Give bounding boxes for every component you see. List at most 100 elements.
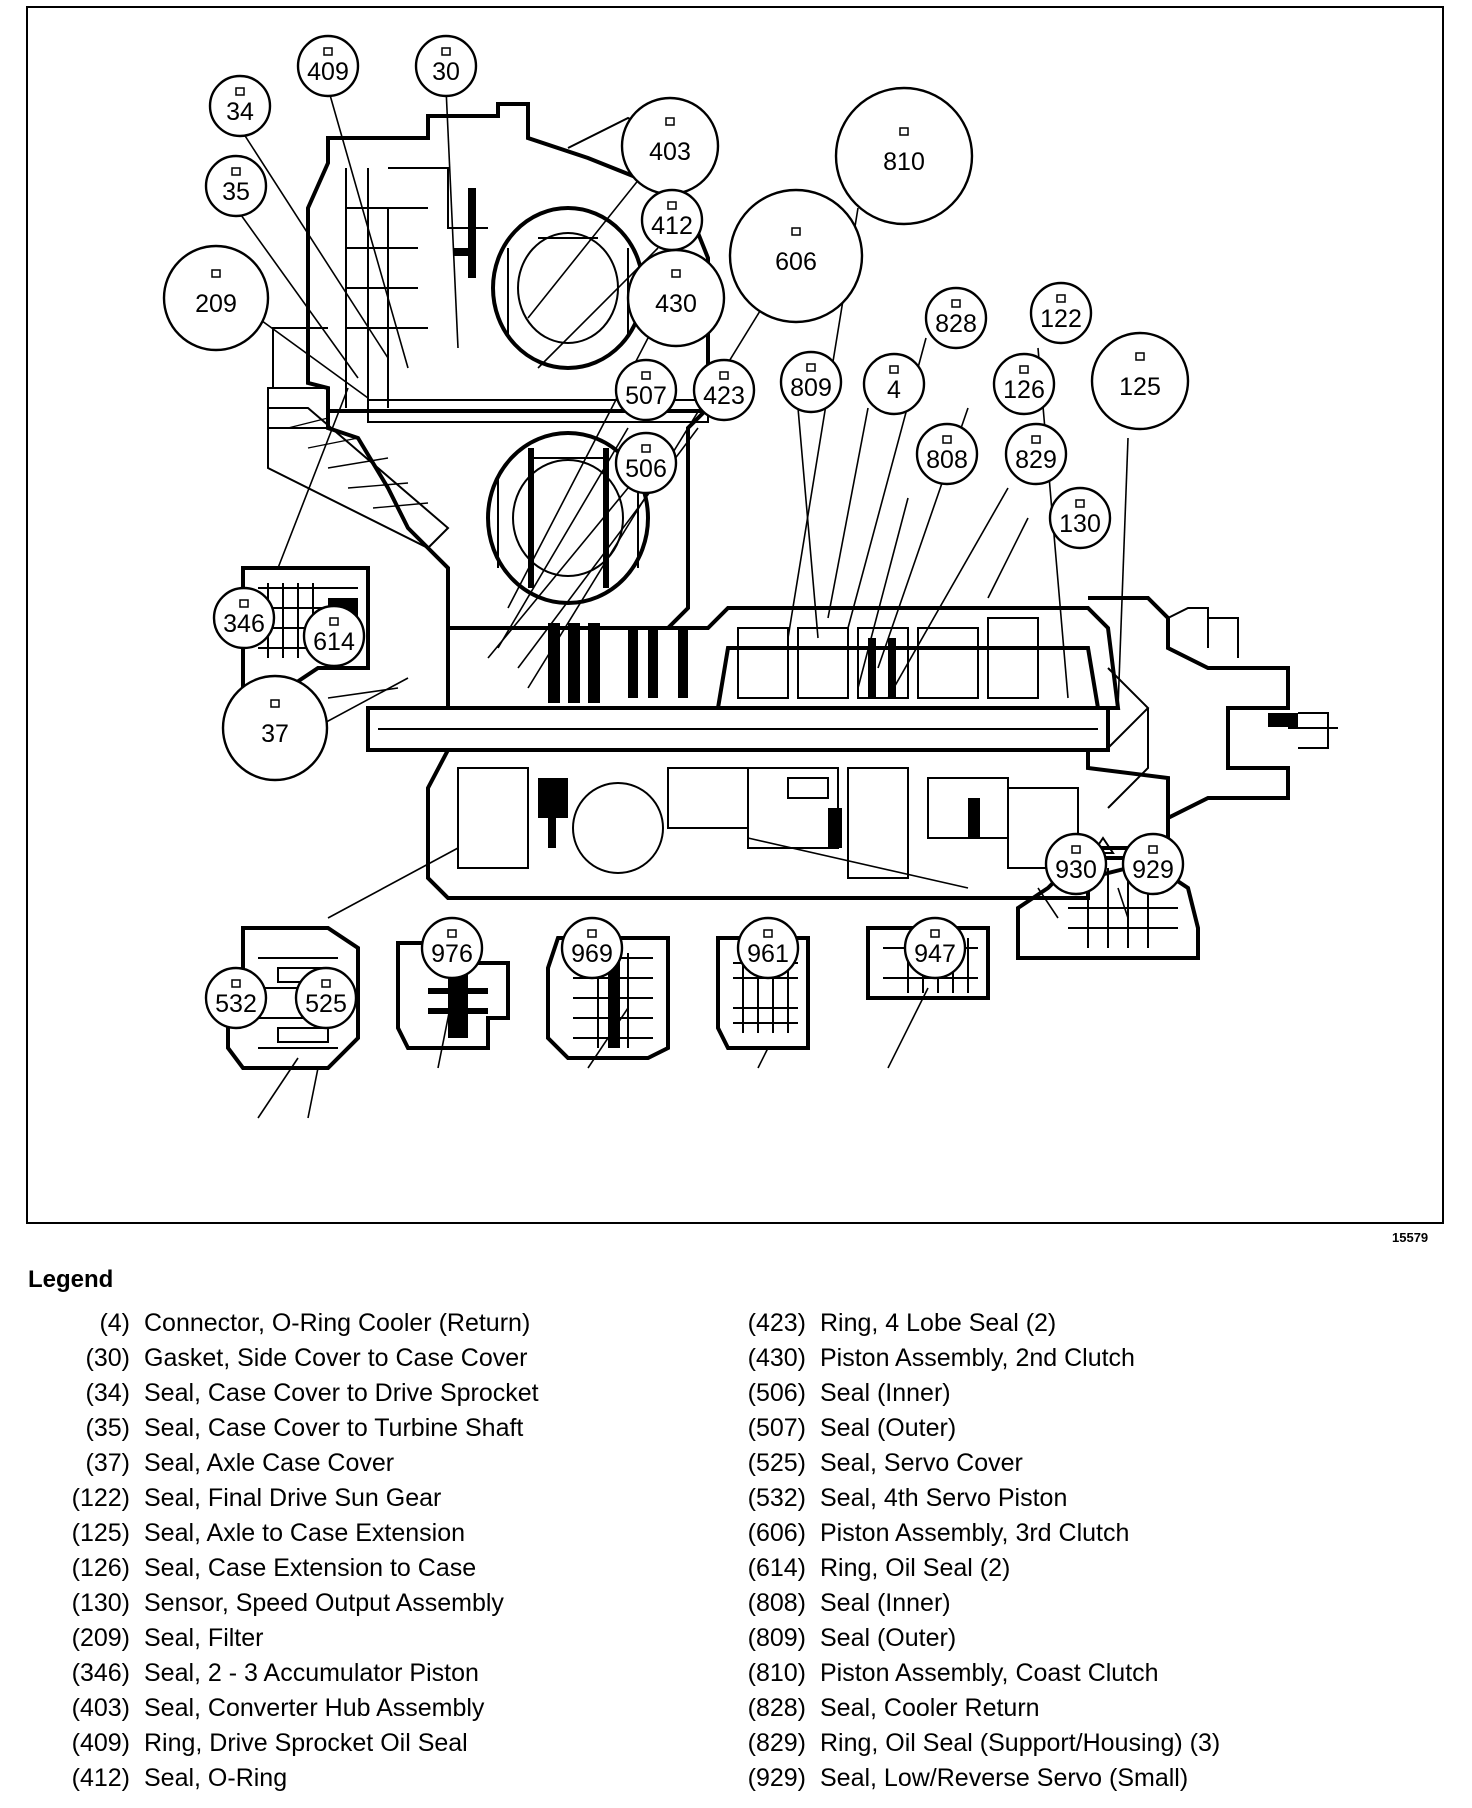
legend-item-number: (125): [71, 1519, 130, 1547]
legend-item-number: (122): [71, 1484, 130, 1512]
callout-label: 828: [935, 310, 977, 338]
callout-525: 525: [294, 966, 358, 1030]
legend-item-description: Seal, Cooler Return: [820, 1694, 1040, 1722]
legend-item-number: (506): [747, 1379, 806, 1407]
legend-item: (346)Seal, 2 - 3 Accumulator Piston: [0, 1656, 720, 1691]
callout-label: 346: [223, 610, 265, 638]
legend-item-number: (34): [85, 1379, 130, 1407]
callout-810: 810: [834, 86, 974, 226]
callout-125: 125: [1090, 331, 1190, 431]
legend-item: (810)Piston Assembly, Coast Clutch: [712, 1656, 1452, 1691]
legend-item-number: (126): [71, 1554, 130, 1582]
legend-item: (506)Seal (Inner): [712, 1376, 1452, 1411]
seal-icon: [587, 929, 597, 938]
seal-icon: [671, 269, 681, 278]
callout-346: 346: [212, 586, 276, 650]
seal-icon: [270, 699, 280, 708]
legend-item-description: Seal, O-Ring: [144, 1764, 288, 1792]
diagram-canvas: 4093034352094034124306068108281221255074…: [162, 34, 1338, 1119]
legend-item-number: (130): [71, 1589, 130, 1617]
legend-item: (409)Ring, Drive Sprocket Oil Seal: [0, 1726, 720, 1761]
callout-label: 810: [883, 148, 925, 176]
legend-item-description: Seal (Outer): [820, 1414, 957, 1442]
callout-961: 961: [736, 916, 800, 980]
legend-item: (209)Seal, Filter: [0, 1621, 720, 1656]
legend-item-number: (532): [747, 1484, 806, 1512]
legend-item-number: (929): [747, 1764, 806, 1792]
seal-icon: [763, 929, 773, 938]
legend-item-number: (810): [747, 1659, 806, 1687]
seal-icon: [899, 127, 909, 136]
legend-item-number: (4): [99, 1309, 130, 1337]
seal-icon: [930, 929, 940, 938]
callout-circle: [728, 188, 864, 324]
seal-icon: [1019, 365, 1029, 374]
callout-label: 808: [926, 446, 968, 474]
legend-item: (30)Gasket, Side Cover to Case Cover: [0, 1341, 720, 1376]
legend-item-description: Sensor, Speed Output Assembly: [144, 1589, 504, 1617]
legend-item-description: Seal (Inner): [820, 1589, 951, 1617]
callout-label: 969: [571, 940, 613, 968]
legend-item-number: (412): [71, 1764, 130, 1792]
legend-item-number: (828): [747, 1694, 806, 1722]
callout-circle: [302, 604, 366, 668]
callout-circle: [1121, 832, 1185, 896]
callout-969: 969: [560, 916, 624, 980]
callout-circle: [208, 74, 272, 138]
callout-35: 35: [204, 154, 268, 218]
legend-item: (829)Ring, Oil Seal (Support/Housing) (3…: [712, 1726, 1452, 1761]
legend-item-number: (37): [85, 1449, 130, 1477]
callout-label: 606: [775, 248, 817, 276]
callout-130: 130: [1048, 486, 1112, 550]
callout-circle: [1090, 331, 1190, 431]
callout-circle: [903, 916, 967, 980]
callout-126: 126: [992, 352, 1056, 416]
callout-circle: [924, 286, 988, 350]
seal-icon: [447, 929, 457, 938]
callout-606: 606: [728, 188, 864, 324]
transmission-cutaway-artwork: [226, 102, 1338, 1070]
callout-circle: [915, 422, 979, 486]
callout-label: 412: [651, 212, 693, 240]
callout-808: 808: [915, 422, 979, 486]
callout-circle: [862, 352, 926, 416]
figure-number: 15579: [1392, 1230, 1429, 1245]
legend-item: (4)Connector, O-Ring Cooler (Return): [0, 1306, 720, 1341]
legend-item-number: (809): [747, 1624, 806, 1652]
callout-circle: [1004, 422, 1068, 486]
legend-item: (809) Seal (Outer): [712, 1621, 1452, 1656]
callout-label: 976: [431, 940, 473, 968]
callout-label: 929: [1132, 856, 1174, 884]
callout-label: 30: [432, 58, 460, 86]
callout-circle: [296, 34, 360, 98]
callout-circle: [420, 916, 484, 980]
callout-828: 828: [924, 286, 988, 350]
legend-item: (430)Piston Assembly, 2nd Clutch: [712, 1341, 1452, 1376]
legend-item-description: Seal, Case Cover to Drive Sprocket: [144, 1379, 539, 1407]
callout-circle: [614, 431, 678, 495]
seal-icon: [329, 617, 339, 626]
callout-circle: [1048, 486, 1112, 550]
callout-label: 430: [655, 290, 697, 318]
callout-30: 30: [414, 34, 478, 98]
legend-item-description: Seal, 2 - 3 Accumulator Piston: [144, 1659, 479, 1687]
legend-item: (34) Seal, Case Cover to Drive Sprocket: [0, 1376, 720, 1411]
legend-item-number: (403): [71, 1694, 130, 1722]
legend-item: (403)Seal, Converter Hub Assembly: [0, 1691, 720, 1726]
legend-item-number: (423): [747, 1309, 806, 1337]
callout-614: 614: [302, 604, 366, 668]
callout-label: 409: [307, 58, 349, 86]
legend-item-description: Seal (Outer): [820, 1624, 957, 1652]
seal-icon: [441, 47, 451, 56]
callout-circle: [779, 350, 843, 414]
legend-item: (130) Sensor, Speed Output Assembly: [0, 1586, 720, 1621]
callout-circle: [204, 154, 268, 218]
legend-item: (808)Seal (Inner): [712, 1586, 1452, 1621]
legend-item-description: Ring, Drive Sprocket Oil Seal: [144, 1729, 468, 1757]
seal-icon: [1148, 845, 1158, 854]
legend-item-description: Seal, Final Drive Sun Gear: [144, 1484, 442, 1512]
seal-icon: [1031, 435, 1041, 444]
callout-403: 403: [620, 96, 720, 196]
seal-icon: [942, 435, 952, 444]
